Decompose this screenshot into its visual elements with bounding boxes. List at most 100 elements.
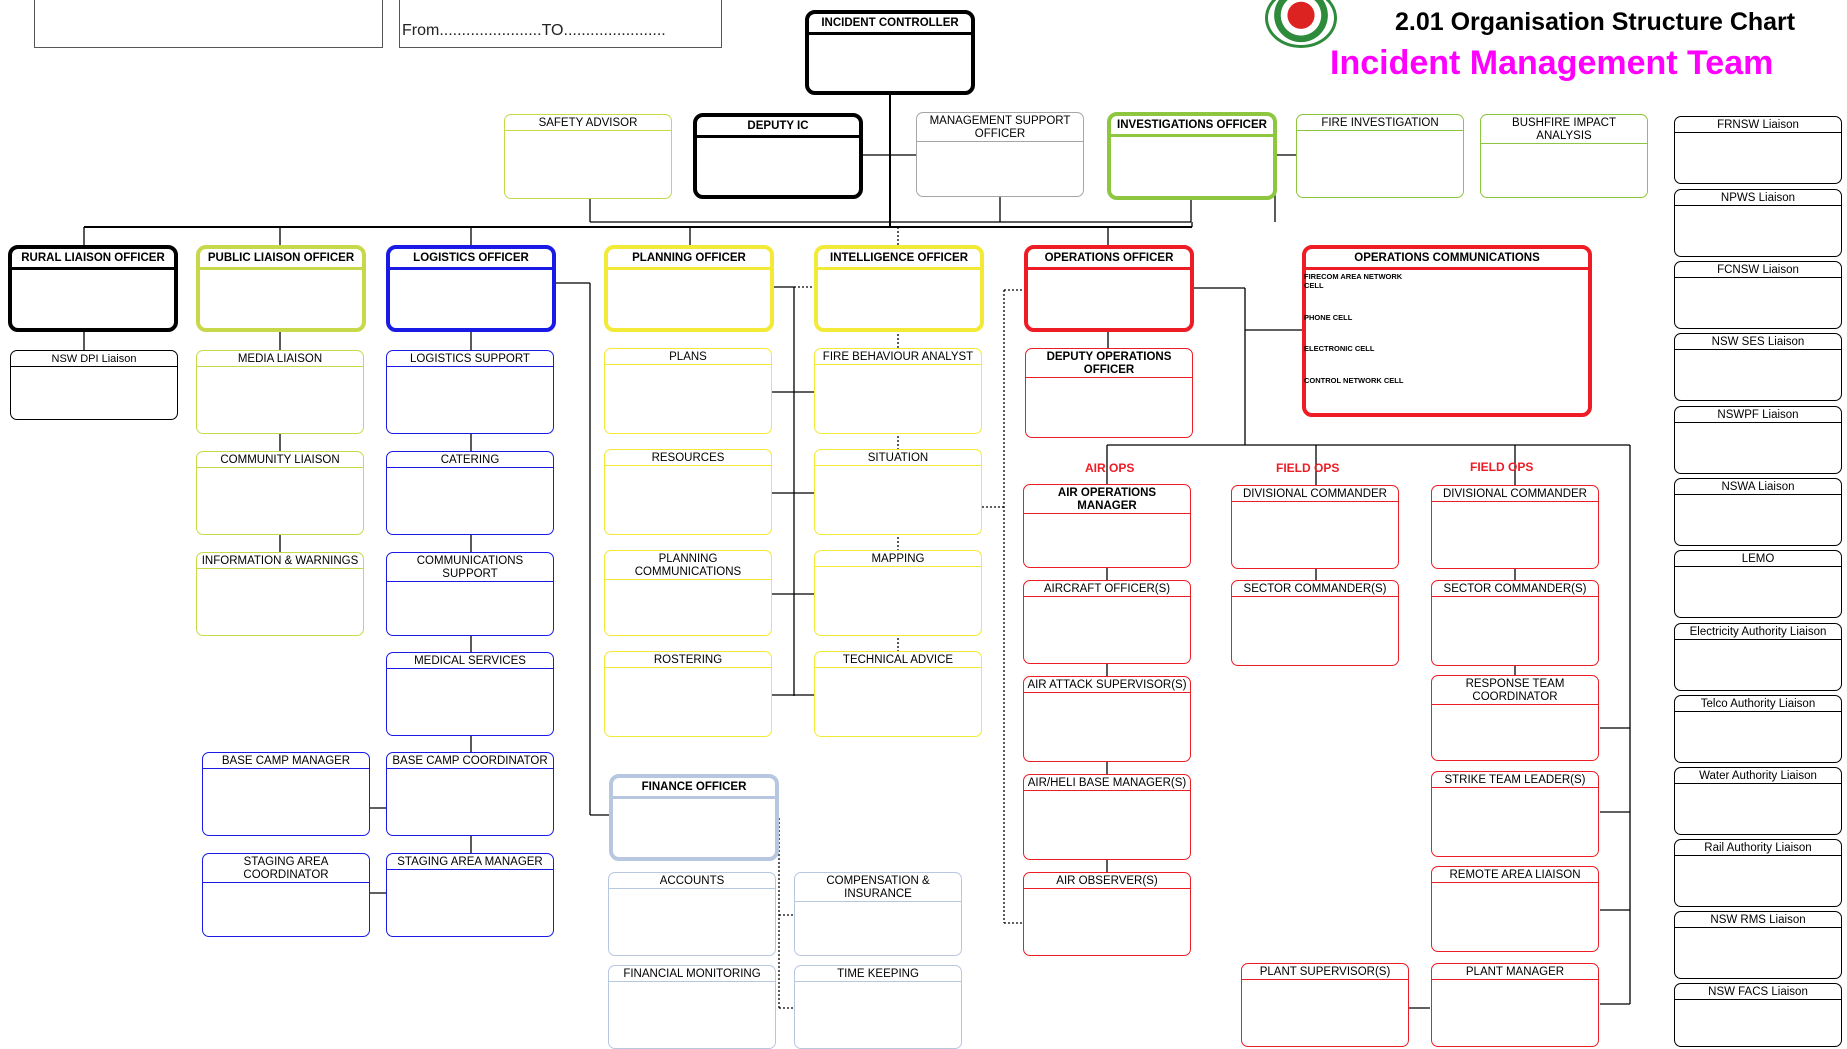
financial-monitoring-label: FINANCIAL MONITORING	[609, 966, 775, 982]
information-warnings-box: INFORMATION & WARNINGS	[196, 552, 364, 636]
bushfire-impact-box: BUSHFIRE IMPACT ANALYSIS	[1480, 114, 1648, 198]
rural-liaison-officer-box: RURAL LIAISON OFFICER	[8, 245, 178, 332]
community-liaison-box: COMMUNITY LIAISON	[196, 451, 364, 535]
operations-communications-label: OPERATIONS COMMUNICATIONS	[1306, 249, 1588, 270]
safety-advisor-box: SAFETY ADVISOR	[504, 114, 672, 199]
liaison-box-11: Rail Authority Liaison	[1674, 839, 1842, 907]
incident-controller-label: INCIDENT CONTROLLER	[809, 14, 971, 35]
resources-label: RESOURCES	[605, 450, 771, 466]
liaison-box-9: Telco Authority Liaison	[1674, 695, 1842, 763]
plant-manager-box: PLANT MANAGER	[1431, 963, 1599, 1047]
time-keeping-label: TIME KEEPING	[795, 966, 961, 982]
liaison-label-10: Water Authority Liaison	[1675, 768, 1841, 784]
situation-box: SITUATION	[814, 449, 982, 535]
catering-label: CATERING	[387, 452, 553, 468]
logistics-support-box: LOGISTICS SUPPORT	[386, 350, 554, 434]
response-team-coordinator-box: RESPONSE TEAM COORDINATOR	[1431, 675, 1599, 761]
liaison-box-2: NPWS Liaison	[1674, 189, 1842, 257]
liaison-label-9: Telco Authority Liaison	[1675, 696, 1841, 712]
air-attack-supervisor-label: AIR ATTACK SUPERVISOR(S)	[1024, 677, 1190, 693]
sector-commander-box-1: SECTOR COMMANDER(S)	[1231, 580, 1399, 666]
compensation-insurance-label: COMPENSATION & INSURANCE	[795, 873, 961, 902]
electronic-cell: ELECTRONIC CELL	[1304, 344, 1375, 353]
operations-officer-box: OPERATIONS OFFICER	[1024, 245, 1194, 332]
liaison-box-6: NSWA Liaison	[1674, 478, 1842, 546]
investigations-officer-box: INVESTIGATIONS OFFICER	[1107, 112, 1277, 200]
liaison-label-1: FRNSW Liaison	[1675, 117, 1841, 133]
header-box-left	[34, 0, 383, 48]
time-keeping-box: TIME KEEPING	[794, 965, 962, 1049]
planning-officer-box: PLANNING OFFICER	[604, 245, 774, 332]
communications-support-box: COMMUNICATIONS SUPPORT	[386, 552, 554, 636]
deputy-operations-officer-label: DEPUTY OPERATIONS OFFICER	[1026, 349, 1192, 378]
deputy-operations-officer-box: DEPUTY OPERATIONS OFFICER	[1025, 348, 1193, 438]
liaison-box-8: Electricity Authority Liaison	[1674, 623, 1842, 691]
liaison-label-5: NSWPF Liaison	[1675, 407, 1841, 423]
rostering-label: ROSTERING	[605, 652, 771, 668]
divisional-commander-box-2: DIVISIONAL COMMANDER	[1431, 485, 1599, 569]
technical-advice-label: TECHNICAL ADVICE	[815, 652, 981, 668]
media-liaison-label: MEDIA LIAISON	[197, 351, 363, 367]
liaison-box-3: FCNSW Liaison	[1674, 261, 1842, 329]
accounts-label: ACCOUNTS	[609, 873, 775, 889]
operations-communications-box: OPERATIONS COMMUNICATIONS	[1302, 245, 1592, 417]
air-operations-manager-box: AIR OPERATIONS MANAGER	[1023, 484, 1191, 568]
resources-box: RESOURCES	[604, 449, 772, 535]
fire-behaviour-analyst-box: FIRE BEHAVIOUR ANALYST	[814, 348, 982, 434]
nsw-dpi-liaison-box: NSW DPI Liaison	[10, 350, 178, 420]
strike-team-leader-box: STRIKE TEAM LEADER(S)	[1431, 771, 1599, 857]
liaison-label-7: LEMO	[1675, 551, 1841, 567]
aircraft-officer-label: AIRCRAFT OFFICER(S)	[1024, 581, 1190, 597]
divisional-commander-label-1: DIVISIONAL COMMANDER	[1232, 486, 1398, 502]
rural-liaison-officer-label: RURAL LIAISON OFFICER	[12, 249, 174, 270]
plant-supervisor-box: PLANT SUPERVISOR(S)	[1241, 963, 1409, 1047]
sector-commander-label-2: SECTOR COMMANDER(S)	[1432, 581, 1598, 597]
logistics-officer-box: LOGISTICS OFFICER	[386, 245, 556, 332]
fire-investigation-label: FIRE INVESTIGATION	[1297, 115, 1463, 131]
plans-box: PLANS	[604, 348, 772, 434]
staging-area-manager-label: STAGING AREA MANAGER	[387, 854, 553, 870]
staging-area-coordinator-label: STAGING AREA COORDINATOR	[203, 854, 369, 883]
finance-officer-box: FINANCE OFFICER	[609, 774, 779, 861]
liaison-label-2: NPWS Liaison	[1675, 190, 1841, 206]
mapping-box: MAPPING	[814, 550, 982, 636]
finance-officer-label: FINANCE OFFICER	[613, 778, 775, 799]
divisional-commander-label-2: DIVISIONAL COMMANDER	[1432, 486, 1598, 502]
rostering-box: ROSTERING	[604, 651, 772, 737]
heli-base-manager-label: AIR/HELI BASE MANAGER(S)	[1024, 775, 1190, 791]
sector-commander-box-2: SECTOR COMMANDER(S)	[1431, 580, 1599, 666]
liaison-box-4: NSW SES Liaison	[1674, 333, 1842, 401]
field-ops-label-2: FIELD OPS	[1470, 460, 1534, 474]
chart-subtitle: 2.01 Organisation Structure Chart	[1395, 8, 1796, 36]
air-observer-label: AIR OBSERVER(S)	[1024, 873, 1190, 889]
logistics-officer-label: LOGISTICS OFFICER	[390, 249, 552, 270]
planning-communications-label: PLANNING COMMUNICATIONS	[605, 551, 771, 580]
compensation-insurance-box: COMPENSATION & INSURANCE	[794, 872, 962, 956]
air-observer-box: AIR OBSERVER(S)	[1023, 872, 1191, 956]
mapping-label: MAPPING	[815, 551, 981, 567]
nsw-dpi-liaison-label: NSW DPI Liaison	[11, 351, 177, 367]
aircraft-officer-box: AIRCRAFT OFFICER(S)	[1023, 580, 1191, 664]
liaison-box-7: LEMO	[1674, 550, 1842, 618]
liaison-label-12: NSW RMS Liaison	[1675, 912, 1841, 928]
plant-supervisor-label: PLANT SUPERVISOR(S)	[1242, 964, 1408, 980]
from-to-field[interactable]: From.......................TO...........…	[402, 22, 666, 39]
safety-advisor-label: SAFETY ADVISOR	[505, 115, 671, 131]
liaison-box-5: NSWPF Liaison	[1674, 406, 1842, 474]
management-support-box: MANAGEMENT SUPPORT OFFICER	[916, 112, 1084, 197]
communications-support-label: COMMUNICATIONS SUPPORT	[387, 553, 553, 582]
medical-services-label: MEDICAL SERVICES	[387, 653, 553, 669]
phone-cell: PHONE CELL	[1304, 313, 1353, 322]
accounts-box: ACCOUNTS	[608, 872, 776, 956]
air-ops-label: AIR OPS	[1085, 461, 1135, 475]
bushfire-impact-label: BUSHFIRE IMPACT ANALYSIS	[1481, 115, 1647, 144]
base-camp-coordinator-label: BASE CAMP COORDINATOR	[387, 753, 553, 769]
investigations-officer-label: INVESTIGATIONS OFFICER	[1111, 116, 1273, 137]
firecom-cell: FIRECOM AREA NETWORK CELL	[1304, 272, 1403, 290]
liaison-label-8: Electricity Authority Liaison	[1675, 624, 1841, 640]
remote-area-liaison-box: REMOTE AREA LIAISON	[1431, 866, 1599, 952]
deputy-ic-label: DEPUTY IC	[697, 117, 859, 138]
operations-officer-label: OPERATIONS OFFICER	[1028, 249, 1190, 270]
medical-services-box: MEDICAL SERVICES	[386, 652, 554, 736]
field-ops-label-1: FIELD OPS	[1276, 461, 1340, 475]
